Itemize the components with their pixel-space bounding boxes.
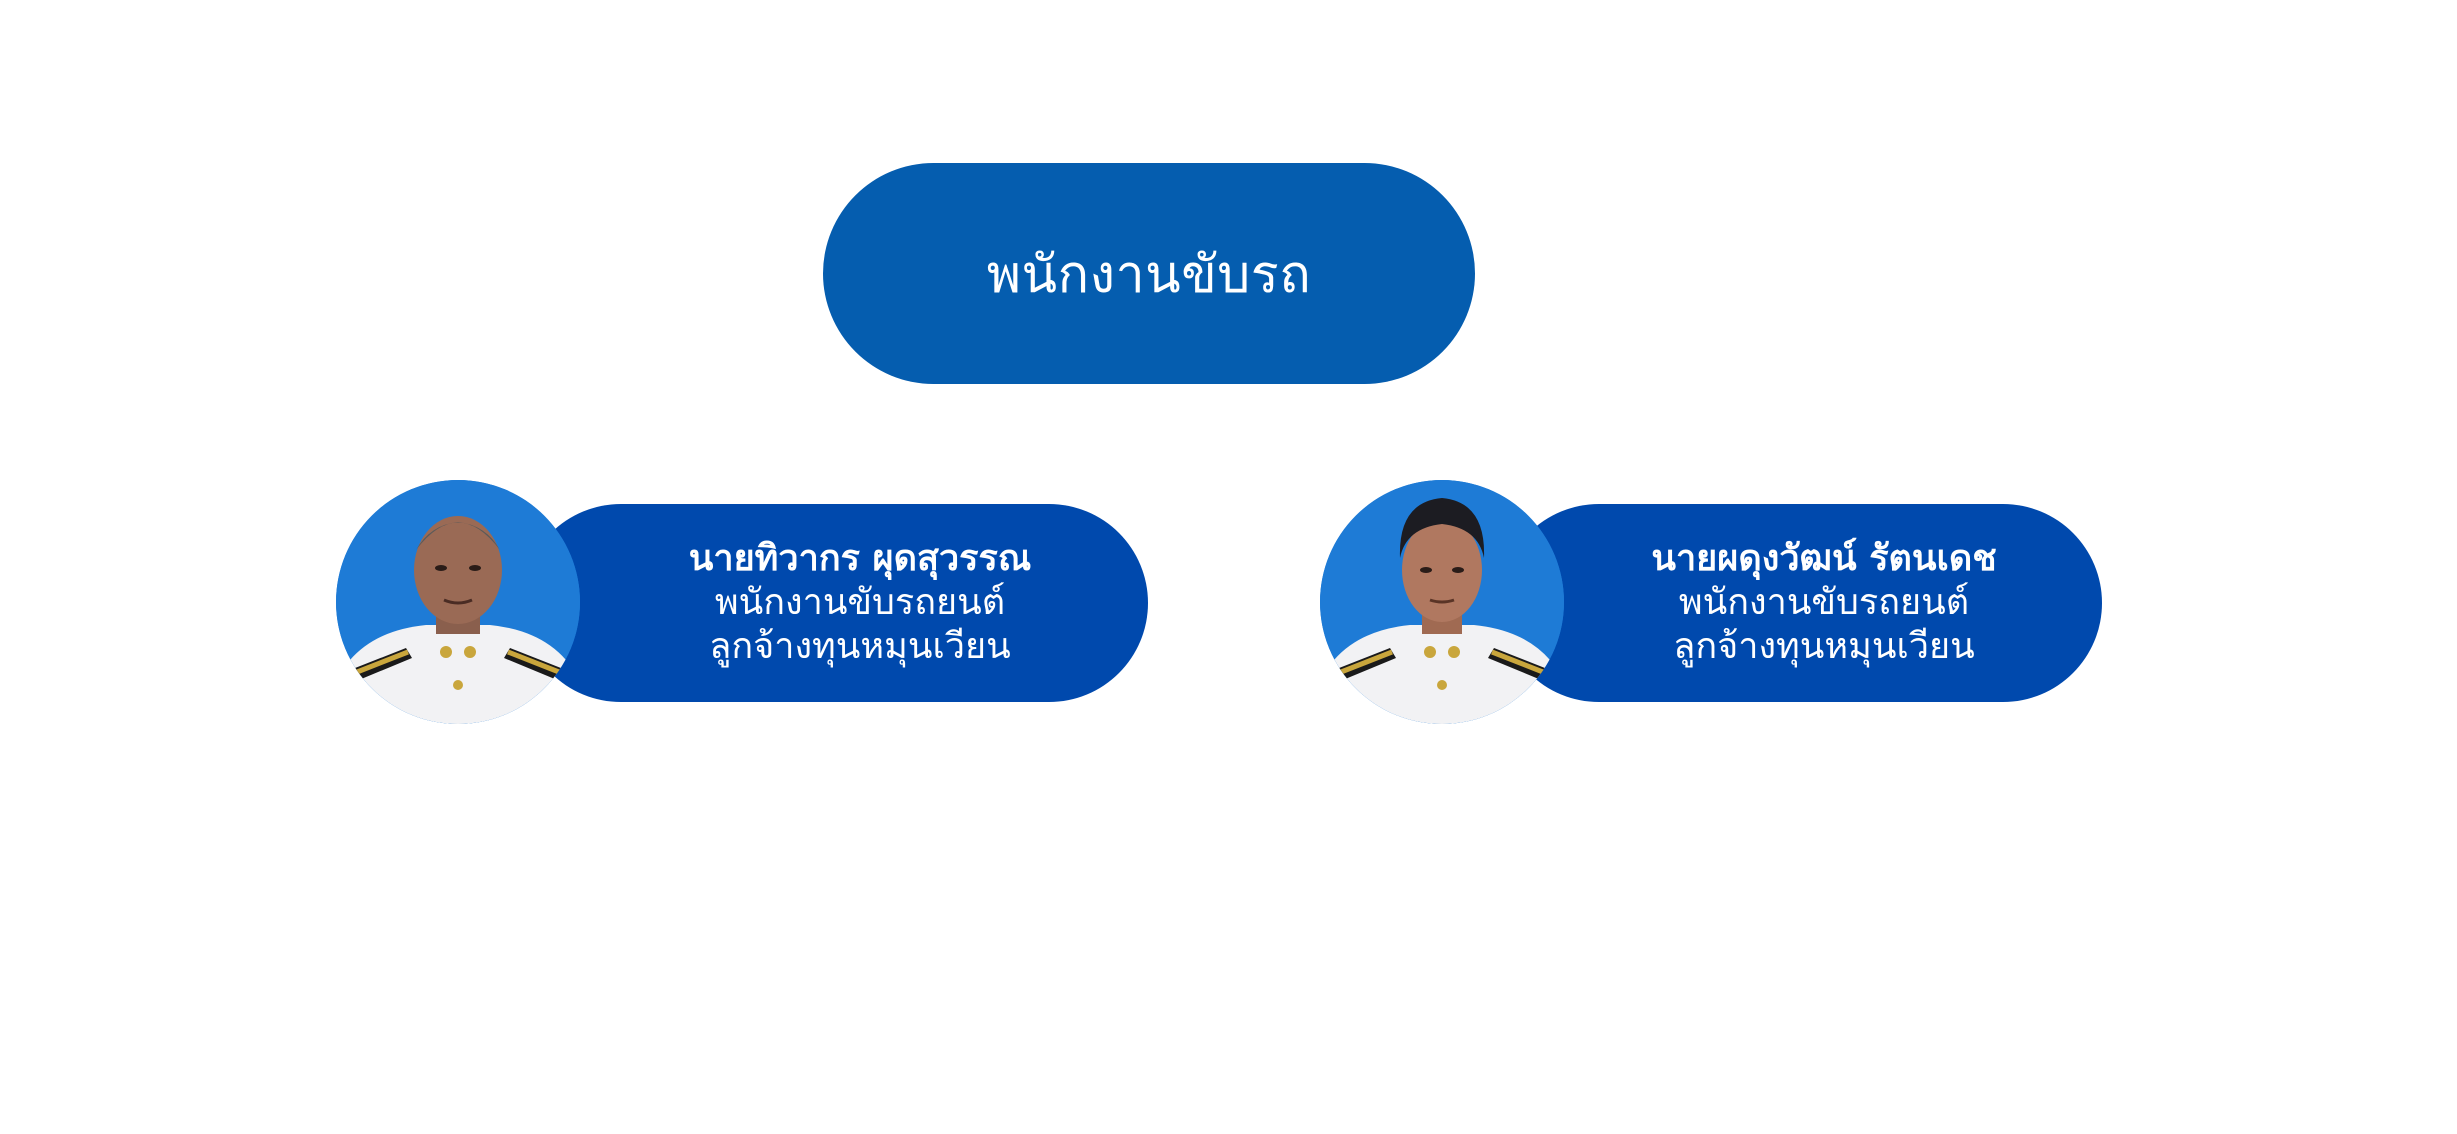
- staff-employment-type: ลูกจ้างทุนหมุนเวียน: [1673, 626, 1975, 667]
- staff-photo: [336, 480, 580, 724]
- staff-name: นายผดุงวัฒน์ รัตนเดช: [1651, 538, 1997, 579]
- staff-card: นายผดุงวัฒน์ รัตนเดช พนักงานขับรถยนต์ ลู…: [1320, 480, 2102, 725]
- staff-employment-type: ลูกจ้างทุนหมุนเวียน: [709, 626, 1011, 667]
- person-photo-icon: [336, 480, 580, 724]
- staff-position: พนักงานขับรถยนต์: [714, 582, 1006, 623]
- staff-info-pill: นายทิวากร ผุดสุวรรณ พนักงานขับรถยนต์ ลูก…: [522, 504, 1148, 702]
- staff-photo: [1320, 480, 1564, 724]
- person-photo-icon: [1320, 480, 1564, 724]
- staff-position: พนักงานขับรถยนต์: [1678, 582, 1970, 623]
- section-title: พนักงานขับรถ: [986, 245, 1312, 305]
- staff-card: นายทิวากร ผุดสุวรรณ พนักงานขับรถยนต์ ลูก…: [336, 480, 1148, 725]
- staff-info-pill: นายผดุงวัฒน์ รัตนเดช พนักงานขับรถยนต์ ลู…: [1500, 504, 2102, 702]
- staff-name: นายทิวากร ผุดสุวรรณ: [688, 538, 1032, 579]
- section-title-pill: พนักงานขับรถ: [823, 163, 1475, 384]
